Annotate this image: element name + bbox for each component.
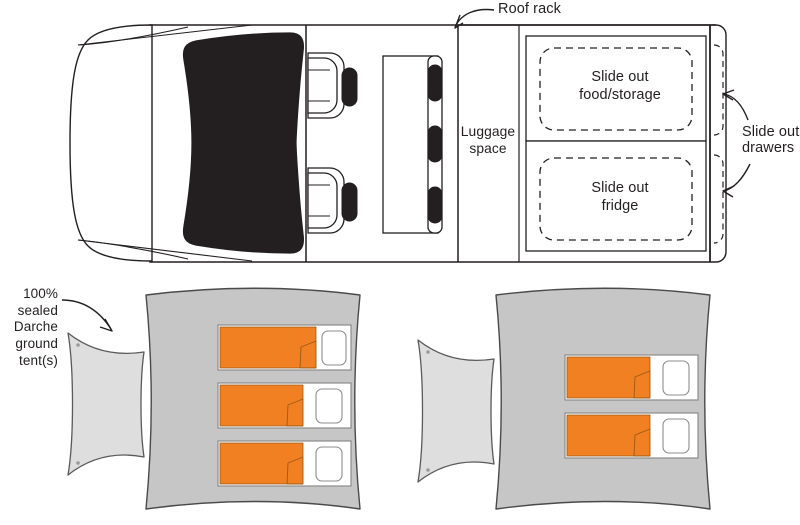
bonnet-sweep-top xyxy=(77,24,253,46)
pillow xyxy=(321,330,347,366)
tent-left-bed-3 xyxy=(217,440,352,487)
pillow xyxy=(662,360,690,396)
headrest-passenger xyxy=(341,182,358,222)
sleeping-bag-fold xyxy=(286,398,304,427)
rear-storage-area xyxy=(525,35,707,252)
drawer-end-upper-dashed xyxy=(713,44,724,136)
label-roof-rack: Roof rack xyxy=(498,1,561,17)
tent-right-flap-grommet-bottom xyxy=(426,468,430,472)
label-ground-tent-note: 100% sealed Darche ground tent(s) xyxy=(13,286,58,368)
vehicle-plan xyxy=(69,24,727,263)
drawers-arrow-lower xyxy=(723,163,751,192)
seat-base-driver xyxy=(307,57,338,114)
bonnet-sweep-bottom xyxy=(77,239,253,262)
annotation-arrows xyxy=(61,8,751,332)
tent-left-flap-grommet-bottom xyxy=(76,461,80,465)
tent-right-bed-2 xyxy=(564,412,699,459)
front-seat-passenger xyxy=(307,167,358,234)
tent-left-bed-2 xyxy=(217,382,352,429)
slide-out-food-storage-dashed xyxy=(539,47,693,131)
label-slide-out-drawers: Slide out drawers xyxy=(742,124,800,157)
sleeping-bag-fold xyxy=(633,428,651,457)
tent-right-bed-1 xyxy=(564,354,699,401)
sleeping-bag-fold xyxy=(633,370,651,399)
slide-out-drawer-strip xyxy=(709,25,724,262)
pillow xyxy=(662,418,690,454)
pillow xyxy=(315,446,343,482)
pillow xyxy=(315,388,343,424)
storage-compartment-lower xyxy=(525,140,707,252)
label-slide-out-fridge: Slide out fridge xyxy=(591,180,649,214)
storage-compartment-upper xyxy=(525,35,707,142)
sleeping-bag-fold xyxy=(286,456,304,485)
tent-left-flap-grommet-top xyxy=(76,343,80,347)
tent-left-bed-1 xyxy=(217,324,352,371)
tent-right xyxy=(417,287,711,510)
tent-right-flap-grommet-top xyxy=(426,350,430,354)
drawers-arrow-lower-head xyxy=(722,185,735,198)
sleeping-bag-fold xyxy=(299,340,317,369)
roof-rack-arrowhead xyxy=(454,14,464,29)
headrest-driver xyxy=(341,67,358,107)
headrest-rear-2 xyxy=(427,125,443,163)
tent-note-arrow xyxy=(61,299,112,330)
label-slide-out-food-storage: Slide out food/storage xyxy=(579,69,661,103)
headrest-rear-1 xyxy=(427,64,443,102)
rear-bench-seat xyxy=(382,55,443,234)
tent-right-flap xyxy=(417,339,495,483)
windshield xyxy=(182,32,305,254)
drawer-end-lower-dashed xyxy=(713,154,724,244)
front-seat-driver xyxy=(307,52,358,119)
seat-base-passenger xyxy=(307,172,338,229)
label-luggage-space: Luggage space xyxy=(460,124,516,156)
tent-left-flap xyxy=(67,332,145,476)
tent-left xyxy=(67,287,361,510)
drawers-arrow-upper xyxy=(723,93,749,121)
tent-note-arrow-head xyxy=(99,318,113,332)
headrest-rear-3 xyxy=(427,186,443,224)
drawers-arrow-upper-head xyxy=(722,89,735,101)
slide-out-fridge-dashed xyxy=(539,157,693,241)
vehicle-bonnet-outline xyxy=(69,24,153,262)
